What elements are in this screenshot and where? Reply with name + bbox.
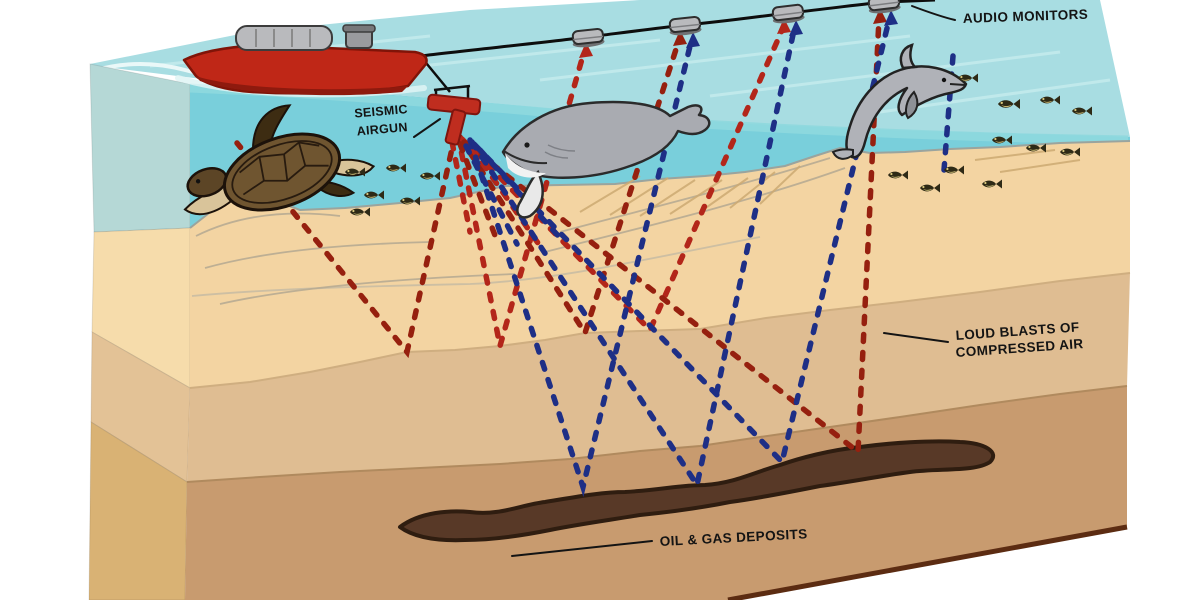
oil-gas-deposit (398, 439, 996, 543)
seismic-airgun-label-line2: AIRGUN (356, 120, 408, 138)
red-ray-5 (461, 15, 882, 458)
blue-arrowhead-monitor-2 (686, 32, 700, 48)
left-face-sand-3 (88, 421, 188, 600)
dolphin-dorsal-fin (899, 43, 918, 70)
blue-ray-3 (471, 17, 892, 468)
blue-ray-1 (467, 39, 694, 498)
audio-monitors-label: AUDIO MONITORS (963, 7, 1089, 26)
water-body (190, 84, 1130, 228)
oil-gas-leader (511, 540, 653, 557)
whale (501, 100, 711, 219)
red-fan-stub-1 (449, 139, 473, 235)
dolphin (831, 43, 968, 160)
airgun-gun (444, 108, 467, 146)
dolphin-eye (941, 77, 947, 83)
left-face-water (89, 63, 191, 233)
seismic-airgun-leader (413, 118, 441, 138)
superstructure-ridges (255, 29, 311, 47)
blue-arrowhead-monitor-3 (789, 20, 803, 36)
dolphin-tail (831, 148, 854, 160)
sea-turtle (183, 104, 376, 216)
turtle-shell (222, 132, 342, 212)
label-seismic-airgun: SEISMIC AIRGUN (354, 102, 441, 138)
blue-ray-2 (469, 27, 797, 493)
seismic-airgun-label-line1: SEISMIC (354, 102, 409, 121)
survey-ship (182, 24, 428, 96)
whale-grooves (544, 144, 576, 159)
blue-fan-stub-1 (463, 143, 520, 247)
sand-layer-1 (190, 141, 1130, 388)
ship-superstructure (235, 25, 333, 51)
red-arrowhead-monitor-2 (673, 30, 687, 46)
seismic-airgun (426, 84, 482, 146)
dolphin-flipper (905, 90, 919, 120)
faint-reflector-line (191, 236, 761, 297)
turtle-eye (195, 179, 201, 184)
whale-mouth (503, 150, 548, 165)
red-arrowhead-monitor-1 (579, 42, 593, 58)
turtle-shell-pattern (231, 140, 333, 204)
red-fan-stub-3 (469, 145, 543, 249)
sand-layer-2 (187, 273, 1130, 482)
red-arrowhead-monitor-3 (777, 18, 791, 34)
dolphin-beak-line (949, 83, 966, 86)
whale-fin (516, 169, 544, 219)
ship-funnel-cap (342, 24, 376, 33)
block-left-face (88, 63, 191, 600)
whale-eye (524, 142, 530, 148)
block-bottom-edge (727, 524, 1128, 600)
red-fan-stub-2 (457, 141, 499, 241)
reflection-rays-blue (463, 17, 956, 498)
red-ray-1 (234, 132, 458, 359)
ray-arrowheads (579, 8, 898, 58)
label-audio-monitors: AUDIO MONITORS (911, 5, 1089, 26)
whale-belly (505, 153, 546, 178)
ship-hull-shadow (196, 76, 408, 96)
whale-body (501, 100, 711, 179)
audio-monitors-leader (911, 5, 956, 21)
blue-arrowhead-monitor-4 (884, 10, 898, 26)
loud-blasts-leader (883, 332, 949, 343)
red-arrowhead-monitor-4 (873, 8, 887, 24)
blue-fan-stub-2 (477, 147, 565, 243)
